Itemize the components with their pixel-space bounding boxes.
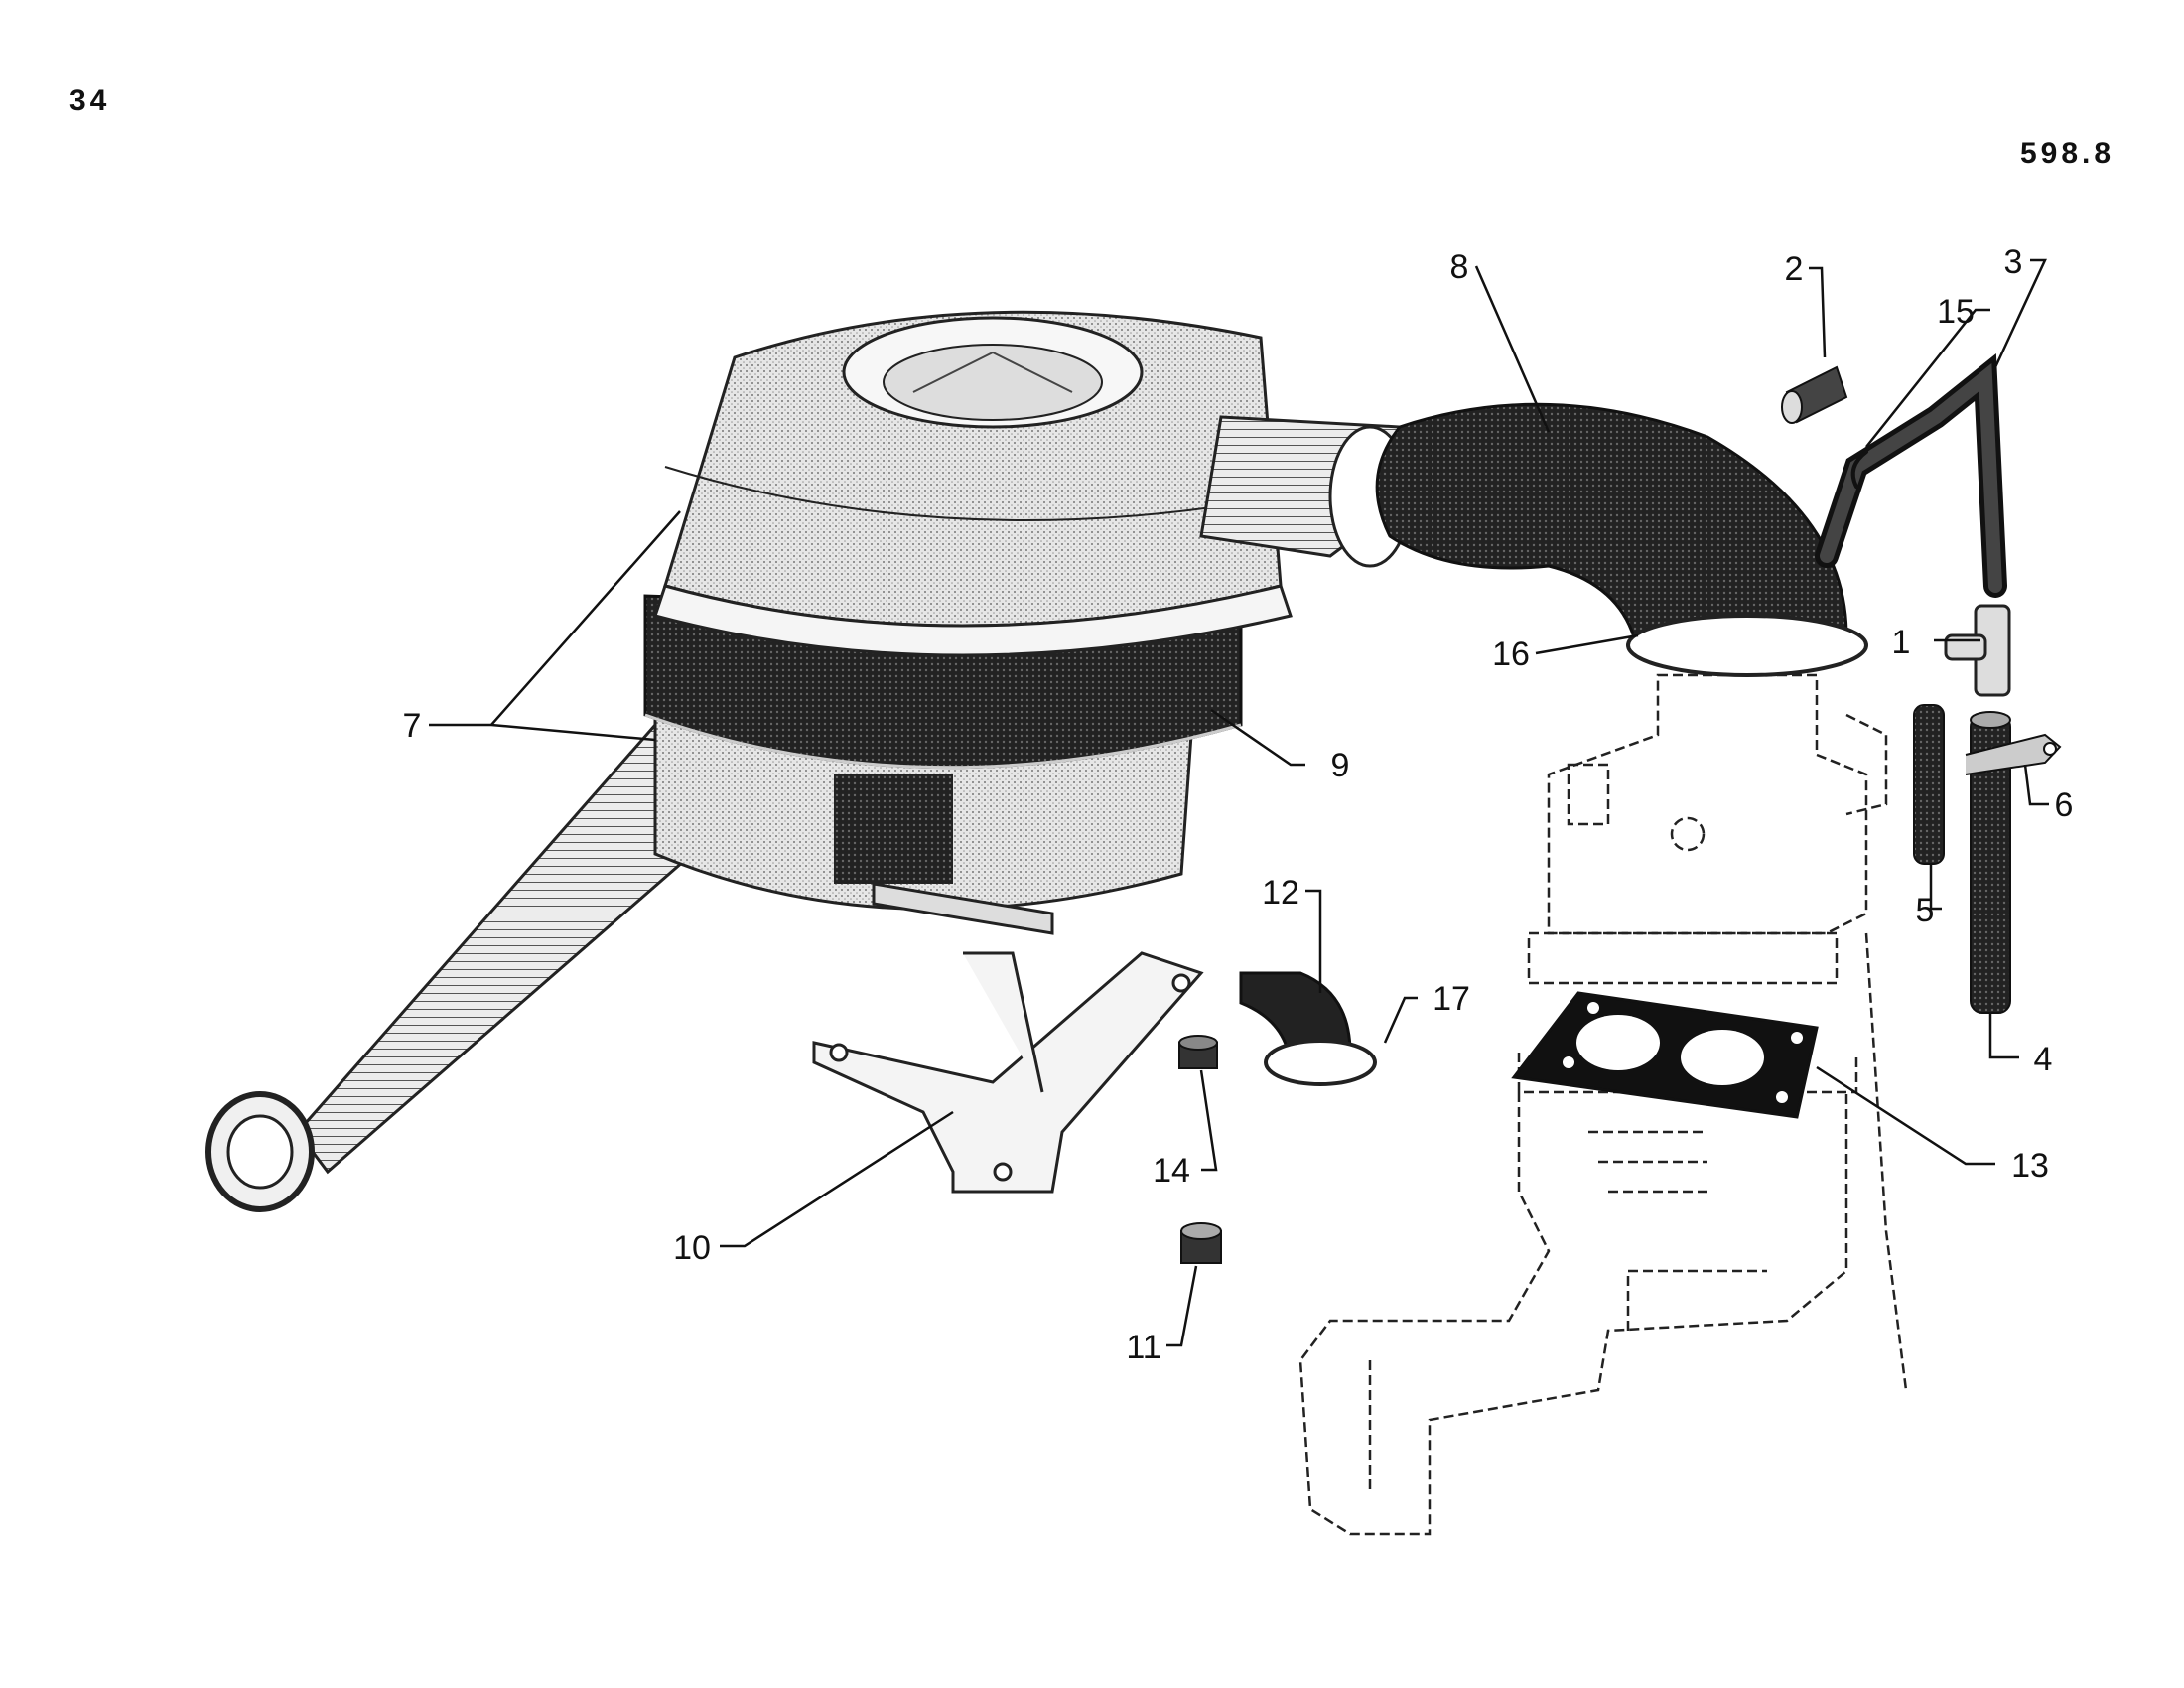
page-number: 34: [69, 84, 111, 117]
reference-number: 598.8: [2020, 137, 2116, 170]
vacuum-hose: [1815, 352, 2007, 598]
callout-1: 1: [1892, 624, 1911, 661]
support-bracket: [812, 951, 1204, 1194]
callout-15: 15: [1937, 293, 1975, 331]
callout-11: 11: [1126, 1329, 1160, 1366]
air-cleaner-cover: [653, 310, 1293, 657]
hose-5: [1913, 704, 1945, 865]
callout-2: 2: [1785, 250, 1804, 288]
callout-10: 10: [673, 1229, 711, 1267]
intake-hose-elbow: [1375, 402, 1868, 677]
callout-14: 14: [1153, 1152, 1190, 1190]
callout-labels: 1 2 3 4 5 6 7 8 9 10 11 12 13 14 15 16 1…: [403, 243, 2074, 1366]
callout-13: 13: [2011, 1147, 2049, 1185]
callout-17: 17: [1433, 980, 1470, 1018]
air-cleaner-snorkel: [205, 722, 717, 1212]
leader-lines: [429, 258, 2049, 1347]
callout-3: 3: [2004, 243, 2023, 281]
nut-14: [1178, 1035, 1218, 1069]
breather-elbow: [1239, 971, 1377, 1086]
carburetor-gasket: [1511, 991, 1819, 1119]
callout-9: 9: [1331, 747, 1350, 784]
sleeve-2: [1781, 365, 1848, 424]
tee-fitting: [1944, 604, 2011, 697]
callout-12: 12: [1262, 874, 1299, 912]
carburetor: [1527, 673, 1888, 985]
callout-6: 6: [2055, 786, 2074, 824]
callout-8: 8: [1450, 248, 1469, 286]
callout-7: 7: [403, 707, 422, 745]
callout-5: 5: [1916, 892, 1935, 929]
hose-4: [1965, 711, 2062, 1014]
nut-11: [1180, 1222, 1222, 1264]
callout-16: 16: [1492, 635, 1530, 673]
vent-tube: [872, 882, 1054, 935]
callout-4: 4: [2034, 1041, 2053, 1078]
